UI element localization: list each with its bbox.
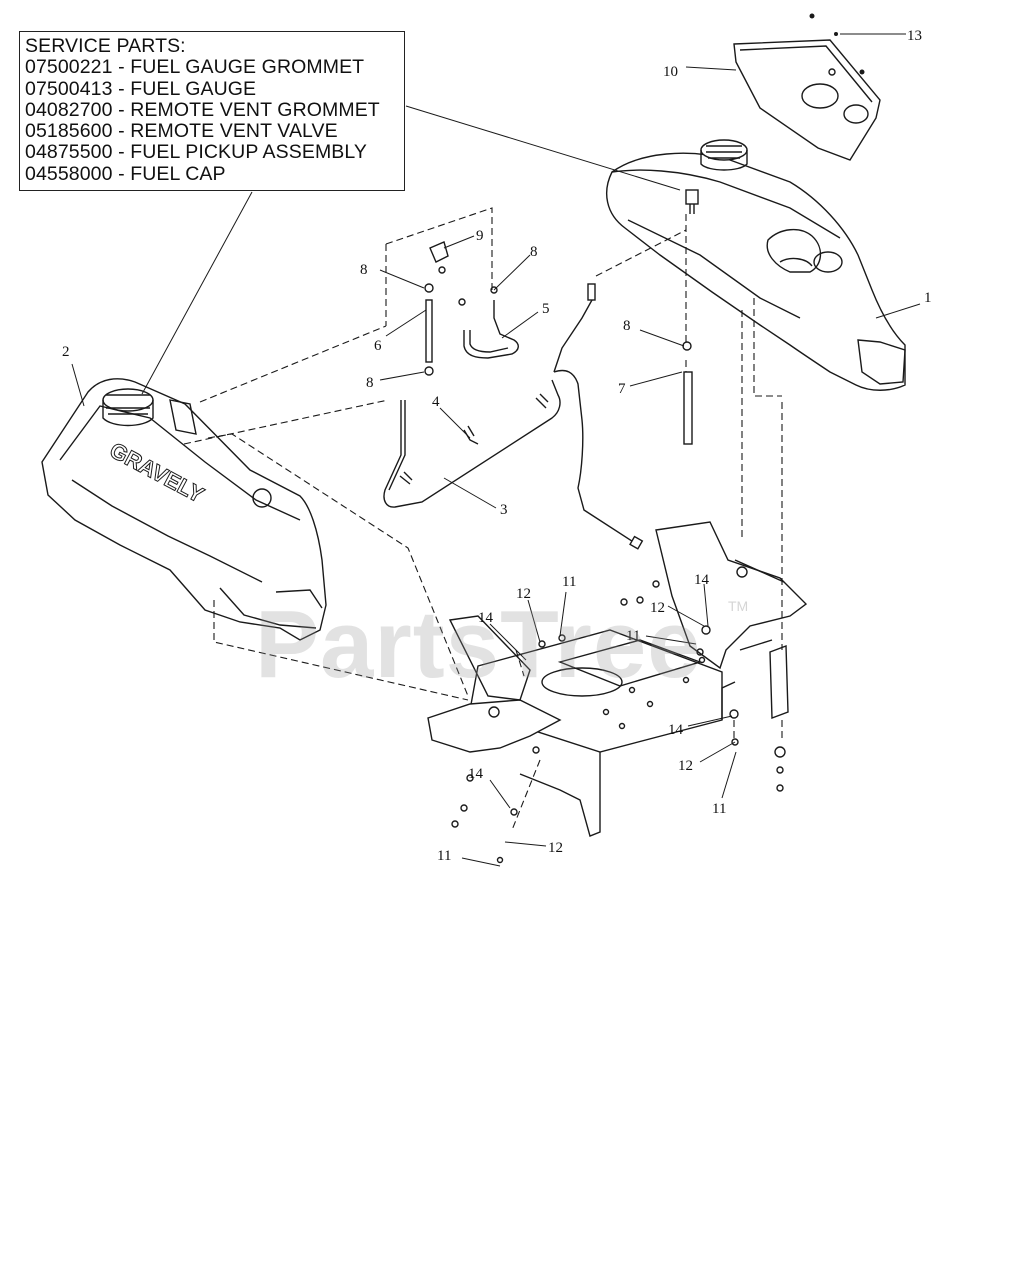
left-fuel-tank: GRAVELY [41,378,327,641]
service-part-line: 04558000 - FUEL CAP [25,162,226,185]
callout-5: 5 [542,301,550,317]
trademark-mark: TM [728,598,749,614]
callout-14-c: 14 [668,722,684,738]
callout-8-d: 8 [623,318,631,334]
service-part-line: 04875500 - FUEL PICKUP ASSEMBLY [25,141,367,164]
callout-8-a: 8 [360,262,368,278]
callout-13: 13 [907,28,922,44]
console-plate [733,13,881,161]
assembly-dash-lines [183,207,783,831]
callout-2: 2 [62,344,70,360]
service-part-line: 07500221 - FUEL GAUGE GROMMET [25,56,365,79]
service-part-line: 07500413 - FUEL GAUGE [25,77,257,100]
callout-12-d: 12 [548,840,563,856]
callout-9: 9 [476,228,484,244]
callout-11-a: 11 [562,574,576,590]
callout-4: 4 [432,394,440,410]
callout-12-c: 12 [678,758,693,774]
callout-7: 7 [618,381,626,397]
callout-6: 6 [374,338,382,354]
callout-8-b: 8 [530,244,538,260]
leader-lines [71,33,921,867]
callout-11-c: 11 [712,801,726,817]
service-parts-heading: SERVICE PARTS: [25,35,186,57]
callout-1: 1 [924,290,932,306]
callout-14-a: 14 [478,610,494,626]
callout-11-b: 11 [626,628,640,644]
callout-labels: 13 10 1 2 3 4 5 6 7 8 8 8 8 9 11 11 11 1… [62,28,932,864]
callout-8-c: 8 [366,375,374,391]
callout-3: 3 [500,502,508,518]
callout-12-a: 12 [516,586,531,602]
callout-14-b: 14 [694,572,710,588]
mounting-frame [427,521,808,864]
callout-14-d: 14 [468,766,484,782]
callout-11-d: 11 [437,848,451,864]
service-part-line: 05185600 - REMOTE VENT VALVE [25,120,338,143]
right-fuel-tank [606,139,906,391]
callout-12-b: 12 [650,600,665,616]
service-parts-box: SERVICE PARTS: 07500221 - FUEL GAUGE GRO… [19,31,405,191]
fuel-lines [383,241,693,550]
callout-10: 10 [663,64,678,80]
service-part-line: 04082700 - REMOTE VENT GROMMET [25,98,380,121]
